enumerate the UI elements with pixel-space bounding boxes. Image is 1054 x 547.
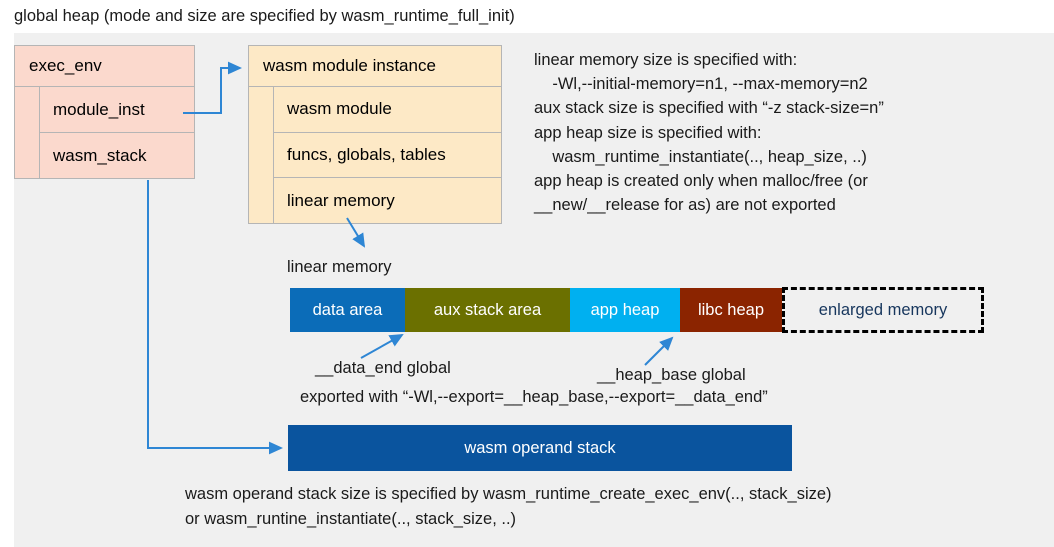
wasm-module-instance-box: wasm module instance wasm module funcs, … — [248, 45, 502, 224]
field-module-inst: module_inst — [40, 87, 194, 133]
module-instance-rows: wasm module funcs, globals, tables linea… — [274, 87, 501, 223]
memory-segment-libc-heap: libc heap — [680, 288, 782, 332]
annotation-exported-with: exported with “-Wl,--export=__heap_base,… — [300, 388, 768, 406]
annotation-data-end: __data_end global — [315, 359, 451, 377]
wasm-operand-stack-bar: wasm operand stack — [288, 425, 792, 471]
exec-env-header: exec_env — [15, 46, 194, 87]
memory-segment-enlarged-memory: enlarged memory — [782, 287, 984, 333]
module-instance-body: wasm module funcs, globals, tables linea… — [249, 87, 501, 223]
page-title: global heap (mode and size are specified… — [14, 7, 515, 25]
linear-memory-caption: linear memory — [287, 258, 392, 276]
module-instance-header: wasm module instance — [249, 46, 501, 87]
exec-env-body: module_inst wasm_stack — [15, 87, 194, 178]
field-wasm-module: wasm module — [274, 87, 501, 133]
operand-stack-notes: wasm operand stack size is specified by … — [185, 485, 832, 528]
module-instance-gutter — [249, 87, 274, 223]
exec-env-gutter — [15, 87, 40, 178]
field-linear-memory: linear memory — [287, 190, 395, 210]
memory-segment-aux-stack-area: aux stack area — [405, 288, 570, 332]
annotation-heap-base: __heap_base global — [597, 366, 746, 384]
memory-segment-app-heap: app heap — [570, 288, 680, 332]
memory-segment-data-area: data area — [290, 288, 405, 332]
field-wasm-stack: wasm_stack — [53, 145, 147, 165]
exec-env-box: exec_env module_inst wasm_stack — [14, 45, 195, 179]
linear-memory-strip: data area aux stack area app heap libc h… — [290, 287, 984, 333]
exec-env-rows: module_inst wasm_stack — [40, 87, 194, 178]
linear-memory-notes: linear memory size is specified with: -W… — [534, 51, 884, 215]
field-funcs-globals-tables: funcs, globals, tables — [274, 133, 501, 179]
